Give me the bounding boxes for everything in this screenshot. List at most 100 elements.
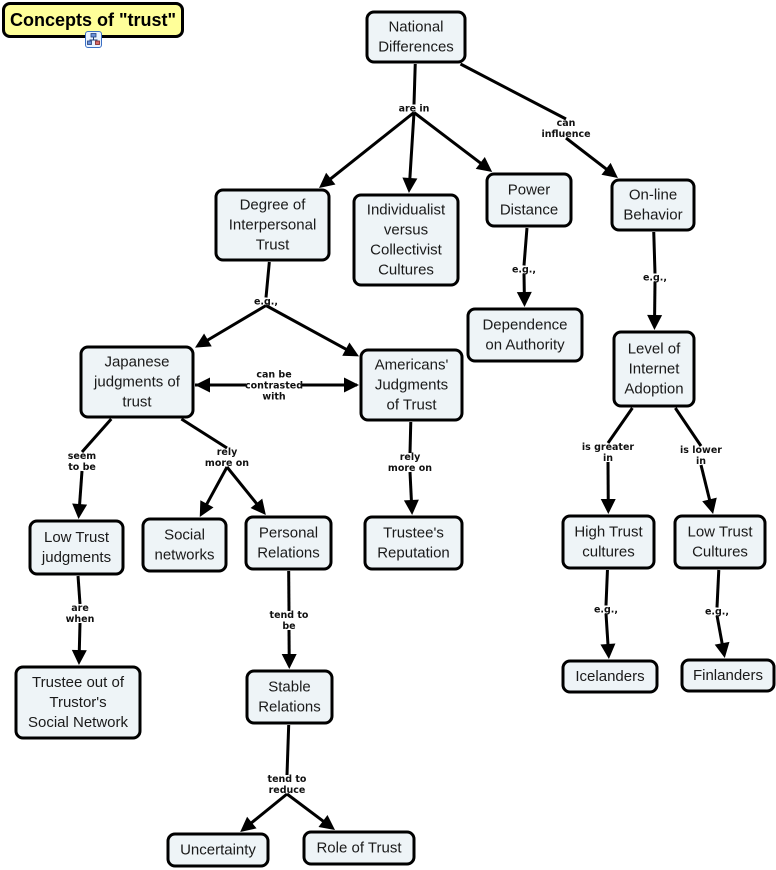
- link-line[interactable]: [604, 613, 610, 648]
- concept-text: Individualist: [367, 201, 446, 218]
- concept-text: Trustor's: [49, 694, 106, 711]
- concept-uncertainty[interactable]: Uncertainty: [166, 832, 270, 868]
- map-title[interactable]: Concepts of "trust": [2, 2, 184, 38]
- link-label-text: when: [66, 614, 95, 625]
- link-line[interactable]: [408, 112, 416, 182]
- link-line[interactable]: [408, 421, 413, 454]
- link-line[interactable]: [715, 569, 721, 608]
- link-label-text: tend to: [268, 774, 307, 785]
- link-line[interactable]: [265, 304, 350, 352]
- link-label-eg-degree[interactable]: e.g.,: [254, 297, 278, 308]
- link-label-text: in: [696, 456, 706, 467]
- link-line[interactable]: [204, 304, 267, 343]
- concept-text: Personal: [259, 524, 318, 541]
- link-line[interactable]: [76, 575, 82, 605]
- link-label-eg-online[interactable]: e.g.,: [643, 273, 667, 284]
- link-line[interactable]: [327, 111, 415, 182]
- link-line[interactable]: [264, 261, 271, 298]
- link-line[interactable]: [699, 464, 712, 503]
- arrowhead-icon: [601, 162, 618, 178]
- concept-text: Finlanders: [693, 667, 763, 684]
- arrowhead-icon: [281, 653, 297, 669]
- link-label-eg-low[interactable]: e.g.,: [705, 607, 729, 618]
- concept-box: [28, 519, 125, 576]
- link-line[interactable]: [459, 62, 567, 121]
- link-label-text: e.g.,: [705, 607, 729, 618]
- link-line[interactable]: [408, 471, 414, 504]
- concept-roletrust[interactable]: Role of Trust: [302, 830, 416, 866]
- link-line[interactable]: [412, 63, 417, 105]
- link-line[interactable]: [225, 466, 260, 507]
- concept-hightrustc[interactable]: High Trust cultures: [561, 514, 656, 570]
- arrowhead-icon: [195, 377, 210, 393]
- concept-text: High Trust: [574, 523, 643, 540]
- link-label-text: tend to: [270, 610, 309, 621]
- link-line[interactable]: [286, 792, 327, 824]
- concept-box: [244, 515, 333, 571]
- link-line[interactable]: [77, 470, 84, 508]
- concept-icelanders[interactable]: Icelanders: [561, 659, 659, 694]
- link-line[interactable]: [604, 569, 609, 606]
- link-line[interactable]: [652, 231, 657, 274]
- link-label-text: more on: [388, 463, 432, 474]
- link-label-text: be: [282, 621, 295, 632]
- concept-text: Interpersonal: [229, 216, 317, 233]
- link-label-eg-high[interactable]: e.g.,: [594, 605, 618, 616]
- link-line[interactable]: [715, 615, 725, 647]
- link-line[interactable]: [80, 418, 113, 453]
- link-line[interactable]: [180, 417, 228, 450]
- concept-box: [610, 178, 696, 232]
- nested-map-icon[interactable]: [85, 31, 102, 48]
- link-line[interactable]: [204, 466, 229, 508]
- link-line[interactable]: [285, 724, 291, 776]
- link-label-text: seem: [68, 451, 97, 462]
- concept-text: Social: [164, 526, 205, 543]
- concept-text: Dependence: [482, 316, 567, 333]
- link-label-eg-power[interactable]: e.g.,: [512, 265, 536, 276]
- link-line[interactable]: [522, 227, 529, 266]
- concept-text: Trustee out of: [32, 674, 125, 691]
- link-line[interactable]: [77, 622, 82, 654]
- link-line[interactable]: [606, 407, 634, 444]
- concept-box: [365, 10, 467, 64]
- concept-box: [79, 345, 195, 419]
- concept-text: Cultures: [378, 261, 434, 278]
- concept-finlanders[interactable]: Finlanders: [680, 658, 776, 693]
- link-line[interactable]: [674, 407, 703, 447]
- concept-text: cultures: [582, 543, 635, 560]
- link-line[interactable]: [248, 792, 288, 826]
- concept-text: Power: [508, 181, 551, 198]
- link-line[interactable]: [565, 136, 610, 172]
- link-label-are-in[interactable]: are in: [399, 104, 430, 115]
- link-line[interactable]: [413, 111, 484, 166]
- concept-text: On-line: [629, 186, 677, 203]
- concept-text: Uncertainty: [180, 841, 256, 858]
- arrowhead-icon: [72, 503, 88, 519]
